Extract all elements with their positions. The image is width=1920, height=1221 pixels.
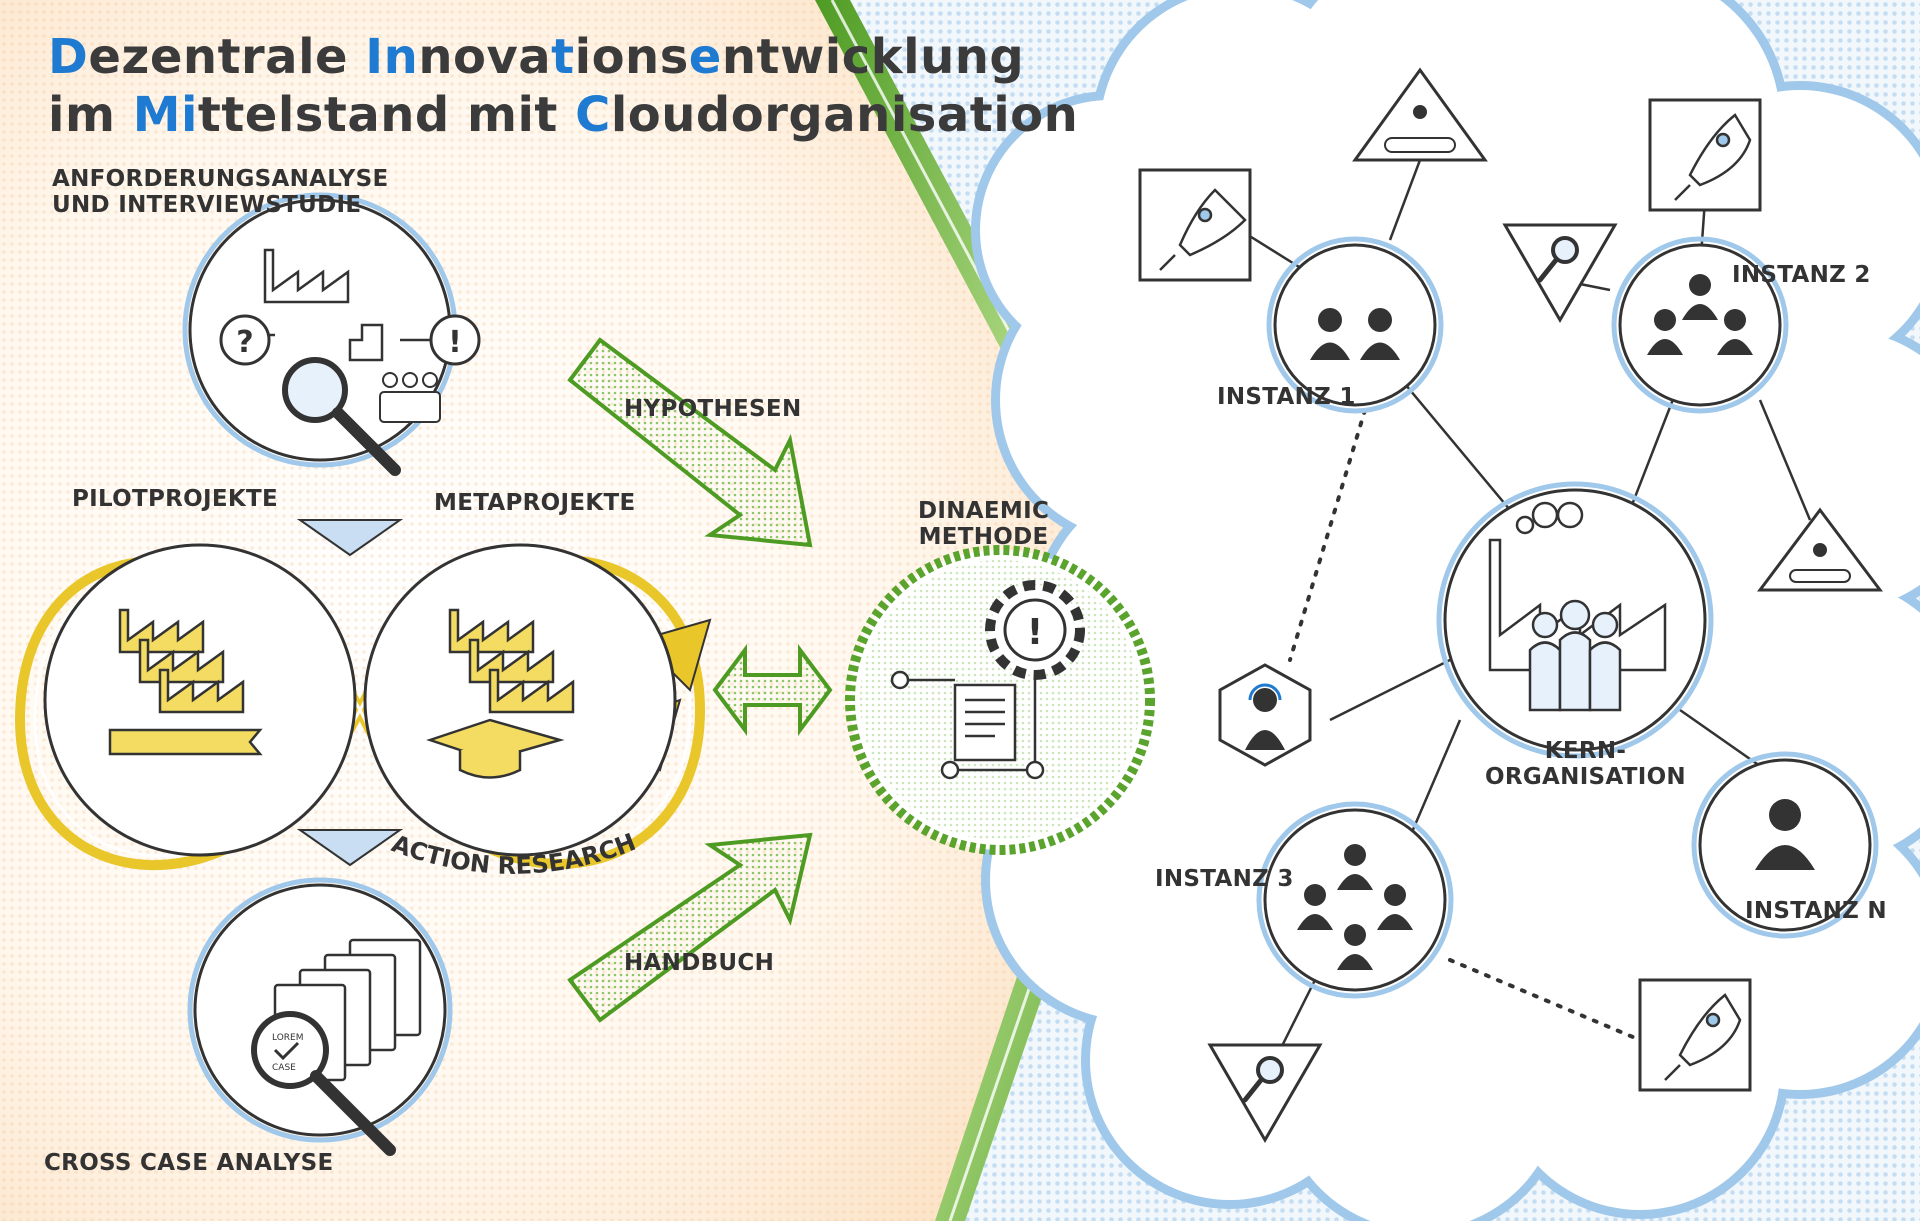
conveyor-icon-2 [1789,543,1851,583]
title-segment: ezentrale [88,29,366,85]
doc-text-1: LOREM [272,1033,303,1043]
page-title: Dezentrale Innovationsentwicklung im Mit… [48,28,1078,144]
title-segment: C [575,87,611,143]
title-segment: e [688,29,722,85]
document-icon [273,938,422,1082]
rocket-icon-3 [1664,993,1742,1081]
kern-node [1436,481,1714,759]
factory-icon-3 [1488,501,1667,672]
pilot-circle [43,543,357,857]
conveyor-triangle-1 [1352,67,1488,162]
instanzN-node [1691,751,1879,939]
handbuch-arrow [567,832,813,1023]
down-triangle-1 [296,519,404,557]
question-icon: ? [219,314,271,366]
title-segment: ions [574,29,689,85]
svg-text:!: ! [1027,612,1043,653]
rocket-icon-2 [1674,113,1752,201]
search-triangle-2 [1207,1043,1323,1143]
meta-label: METAPROJEKTE [434,490,636,516]
dinaemic-label-line-2: METHODE [918,524,1049,550]
anforderung-label-line-2: UND INTERVIEWSTUDIE [52,192,362,218]
conveyor-icon [1384,105,1456,153]
person-headset-icon [1245,683,1285,750]
anforderung-label: ANFORDERUNGSANALYSE UND INTERVIEWSTUDIE [52,166,388,218]
people-icon-3 [1310,308,1400,360]
pilot-label: PILOTPROJEKTE [72,486,279,512]
title-segment: nova [418,29,552,85]
title-line-2: im Mittelstand mit Cloudorganisation [48,86,1078,144]
meta-circle [363,543,677,857]
gear-icon: ! [985,580,1085,680]
instanz1-label: INSTANZ 1 [1217,384,1356,410]
people-icon-5 [1297,844,1413,970]
cross-case-label: CROSS CASE ANALYSE [44,1150,334,1176]
factory-icon [108,608,263,756]
document-icon-2 [890,670,1045,780]
dinaemic-badge: ! [845,545,1155,855]
title-segment: ntwicklung [721,29,1025,85]
title-segment: Mi [132,87,198,143]
exclamation-icon: ! [429,314,481,366]
magnifier-icon-4 [1242,1056,1284,1103]
crosscase-circle: LOREM CASE [187,877,453,1156]
instanzN-label: INSTANZ N [1745,898,1887,924]
graduation-cap-icon [426,718,565,779]
hexagon-helpdesk [1218,663,1312,767]
title-segment: ttelstand mit [197,87,576,143]
title-segment: D [48,29,89,85]
hypothesen-label: HYPOTHESEN [624,396,802,422]
people-icon [379,372,441,423]
dinaemic-label-line-1: DINAEMIC [918,498,1050,524]
instanz1-node [1266,236,1444,414]
magnifier-icon-2: LOREM CASE [251,1011,396,1156]
search-triangle-1 [1502,223,1618,323]
kern-label-line-2: ORGANISATION [1485,764,1686,790]
title-segment: loudorganisation [610,87,1079,143]
kern-label-line-1: KERN- [1544,738,1627,764]
doc-text-2: CASE [272,1063,296,1073]
title-segment: im [48,87,133,143]
svg-text:!: ! [448,325,462,360]
down-triangle-2 [296,829,404,867]
conveyor-triangle-2 [1757,507,1883,592]
double-arrow [712,644,833,736]
title-segment: In [365,29,419,85]
anforderung-label-line-1: ANFORDERUNGSANALYSE [52,166,389,192]
dinaemic-label: DINAEMIC METHODE [918,498,1049,550]
magnifier-icon [282,357,401,476]
instanz2-label: INSTANZ 2 [1732,262,1871,288]
rocket-box-2 [1648,98,1762,212]
title-line-1: Dezentrale Innovationsentwicklung [48,28,1078,86]
magnifier-icon-3 [1537,236,1579,283]
people-icon-4 [1647,274,1753,355]
factory-icon-2 [448,608,575,714]
anforderung-circle: ? ! [182,192,481,476]
instanz3-node [1256,801,1454,999]
rocket-icon [1159,188,1247,271]
instanz3-label: INSTANZ 3 [1155,866,1294,892]
rocket-box-1 [1138,168,1252,282]
title-segment: t [551,29,575,85]
svg-text:?: ? [236,325,253,360]
instanz2-node [1611,236,1789,414]
people-icon-2 [1528,599,1622,712]
person-icon [1755,799,1815,870]
hypothesen-arrow [567,337,813,548]
rocket-box-3 [1638,978,1752,1092]
kern-label: KERN- ORGANISATION [1485,738,1686,790]
handbuch-label: HANDBUCH [624,950,775,976]
